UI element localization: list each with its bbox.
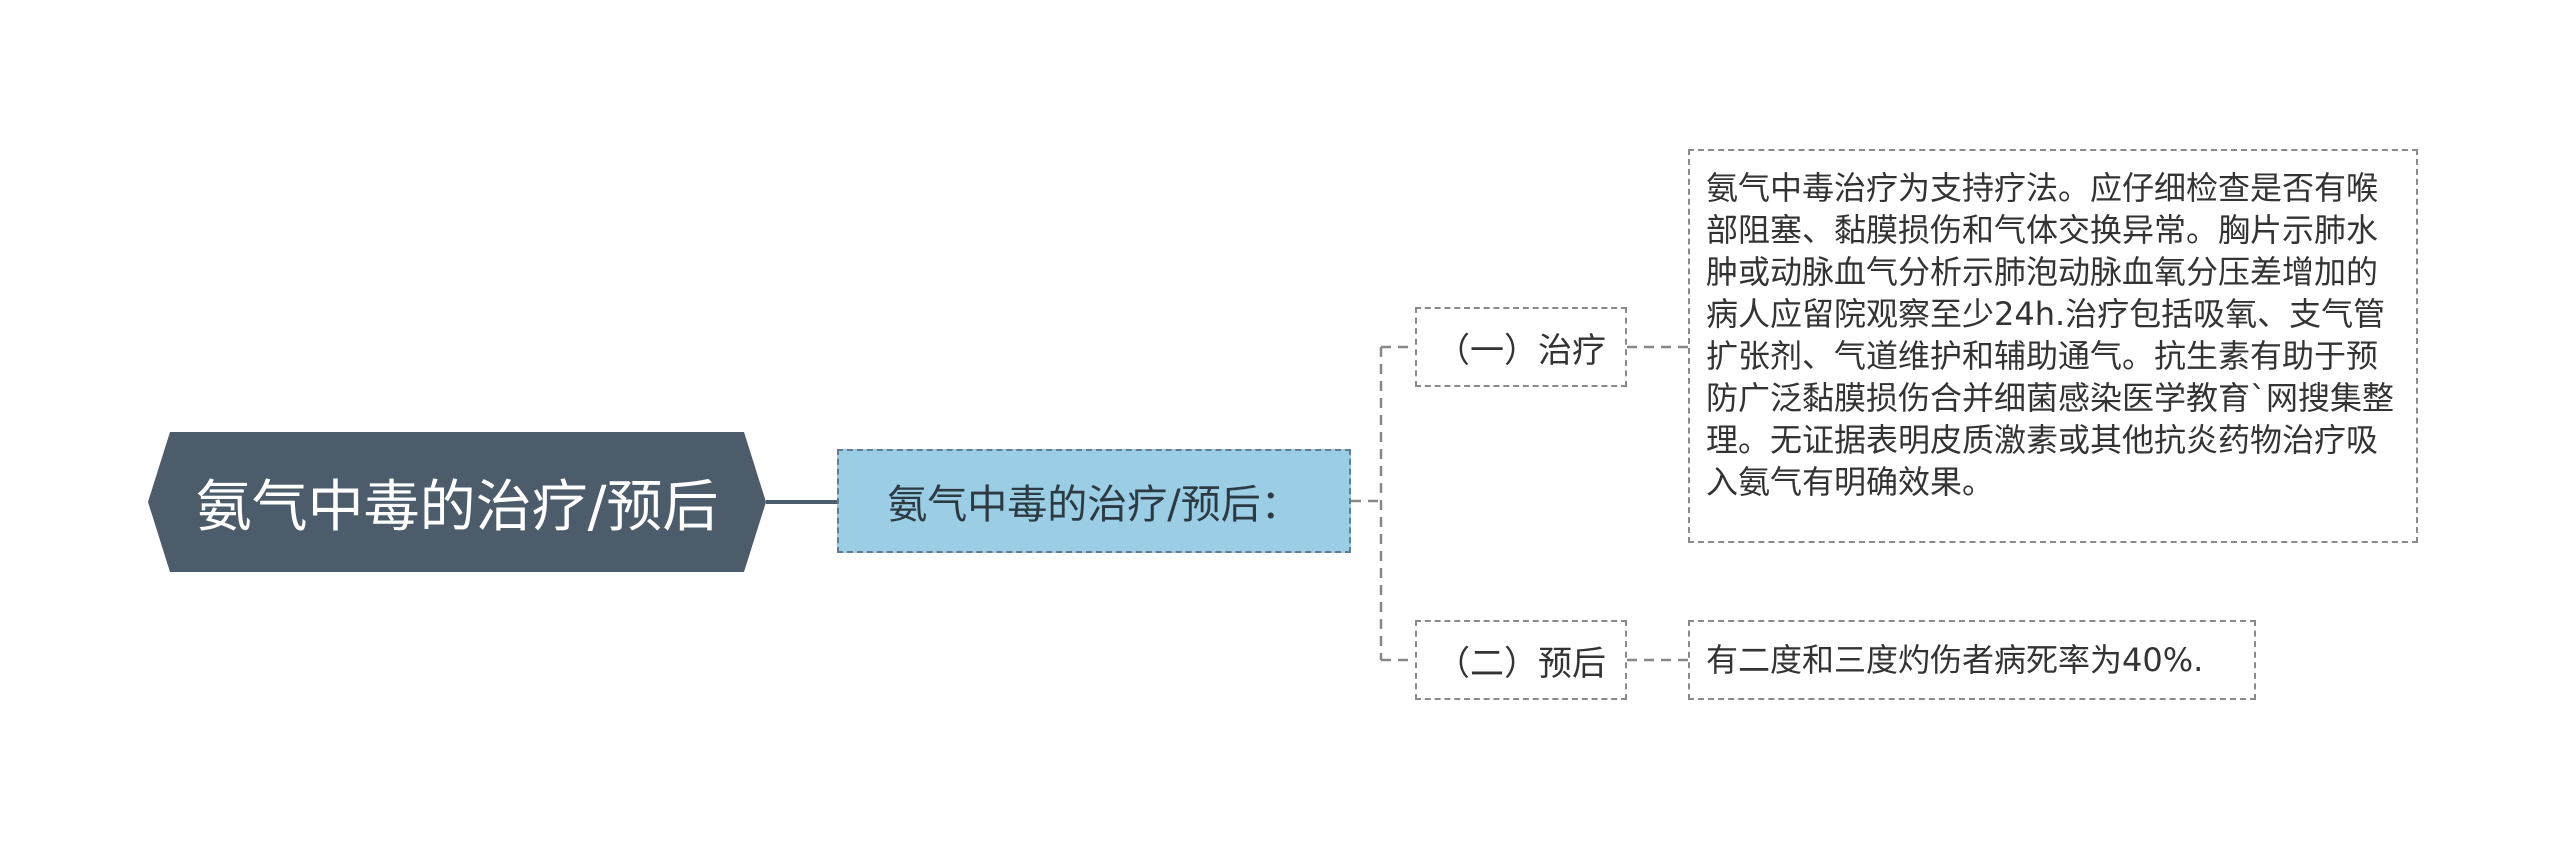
branch-label-treatment: （一）治疗 — [1436, 330, 1606, 371]
root-hexagon-shape — [148, 432, 766, 572]
root-topic-label: 氨气中毒的治疗/预后 — [195, 474, 719, 540]
connector-sub-branches — [1351, 345, 1415, 662]
branch-node-prognosis[interactable]: （二）预后 — [1415, 620, 1627, 700]
leaf-node-prognosis-detail[interactable]: 有二度和三度灼伤者病死率为40%. — [1688, 620, 2256, 700]
leaf-text-prognosis: 有二度和三度灼伤者病死率为40%. — [1706, 641, 2204, 679]
branch-label-prognosis: （二）预后 — [1436, 643, 1606, 684]
subtopic-label: 氨气中毒的治疗/预后： — [887, 482, 1301, 528]
subtopic-node[interactable]: 氨气中毒的治疗/预后： — [837, 449, 1351, 553]
leaf-text-treatment: 氨气中毒治疗为支持疗法。应仔细检查是否有喉部阻塞、黏膜损伤和气体交换异常。胸片示… — [1706, 169, 2395, 501]
leaf-node-treatment-detail[interactable]: 氨气中毒治疗为支持疗法。应仔细检查是否有喉部阻塞、黏膜损伤和气体交换异常。胸片示… — [1688, 149, 2418, 543]
root-topic-node[interactable]: 氨气中毒的治疗/预后 — [148, 432, 766, 572]
branch-node-treatment[interactable]: （一）治疗 — [1415, 307, 1627, 387]
